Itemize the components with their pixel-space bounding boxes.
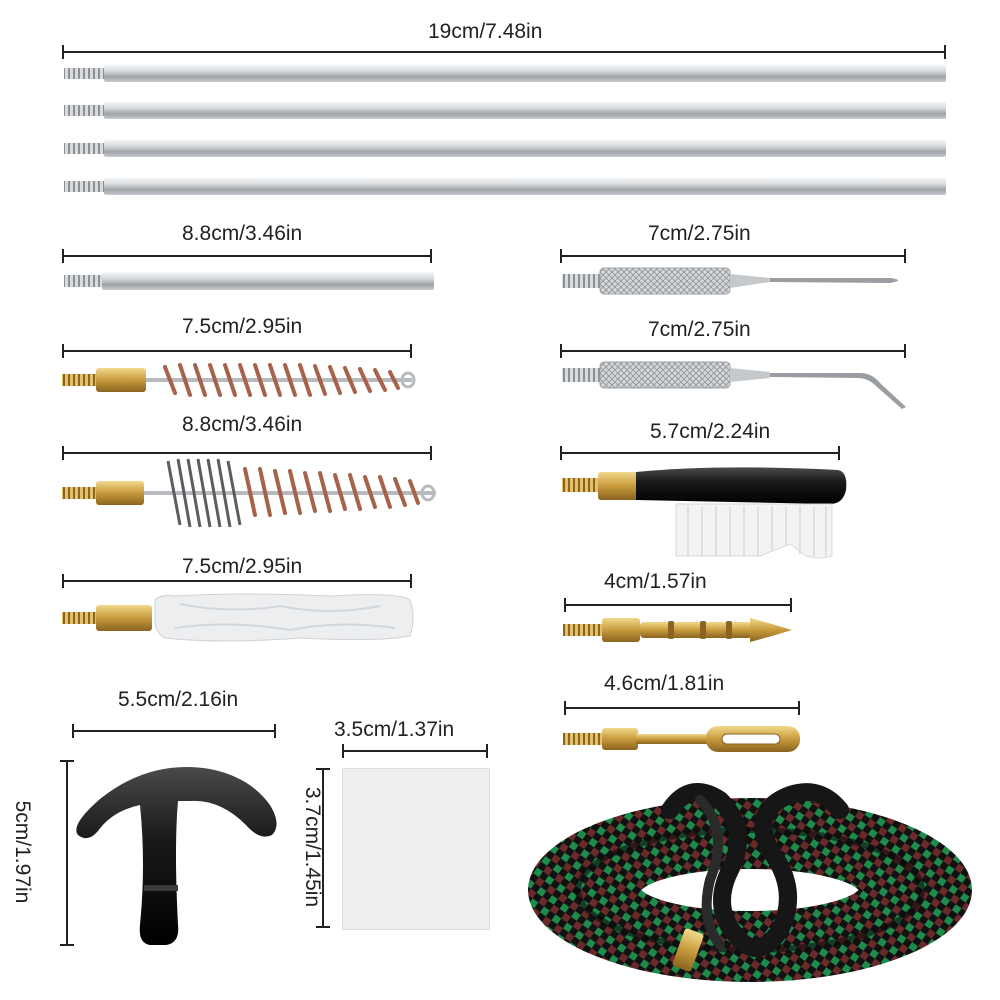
- long-rods-set: [64, 65, 946, 195]
- jag-length-label: 4cm/1.57in: [604, 570, 707, 593]
- rod-long-dimension-line: [62, 45, 946, 59]
- flat-pick: [562, 267, 898, 295]
- cotton-mop: [62, 593, 414, 642]
- pick-hook-dimension-line: [560, 344, 906, 358]
- rod-long-length-label: 19cm/7.48in: [428, 20, 543, 43]
- combo-brush-length-label: 8.8cm/3.46in: [182, 413, 303, 436]
- rod-short-dimension-line: [62, 249, 432, 263]
- patch-width-label: 3.5cm/1.37in: [334, 718, 455, 741]
- t-handle-width-dimension-line: [72, 724, 276, 738]
- combo-bore-brush: [62, 458, 436, 528]
- pick-hook-length-label: 7cm/2.75in: [648, 318, 751, 341]
- brass-jag: [563, 618, 792, 642]
- long-rod: [64, 102, 946, 119]
- t-handle-width-label: 5.5cm/2.16in: [118, 688, 239, 711]
- patch-height-label: 3.7cm/1.45in: [301, 786, 324, 908]
- bronze-bore-brush: [62, 363, 416, 397]
- t-handle: [76, 767, 277, 945]
- long-rod: [64, 178, 946, 195]
- t-handle-height-label: 5cm/1.97in: [11, 800, 34, 904]
- slotted-tip-length-label: 4.6cm/1.81in: [604, 672, 725, 695]
- nylon-utility-brush: [562, 467, 847, 559]
- rod-short-length-label: 8.8cm/3.46in: [182, 222, 303, 245]
- patch-height-dimension-line: [316, 768, 330, 928]
- bore-snake-coil: [528, 783, 972, 982]
- jag-dimension-line: [564, 598, 792, 612]
- nylon-brush-length-label: 5.7cm/2.24in: [650, 420, 771, 443]
- mop-length-label: 7.5cm/2.95in: [182, 555, 303, 578]
- patch-width-dimension-line: [342, 744, 488, 758]
- hook-pick: [562, 361, 906, 409]
- pick-flat-dimension-line: [560, 249, 906, 263]
- bronze-brush-length-label: 7.5cm/2.95in: [182, 315, 303, 338]
- cleaning-patch: [342, 768, 490, 930]
- pick-flat-length-label: 7cm/2.75in: [648, 222, 751, 245]
- bronze-brush-dimension-line: [62, 344, 412, 358]
- mop-dimension-line: [62, 574, 412, 588]
- long-rod: [64, 65, 946, 82]
- nylon-brush-dimension-line: [560, 446, 840, 460]
- combo-brush-dimension-line: [62, 446, 432, 460]
- t-handle-height-dimension-line: [60, 760, 74, 946]
- slotted-patch-tip: [563, 726, 800, 752]
- long-rod: [64, 140, 946, 157]
- short-rod: [64, 272, 434, 290]
- slotted-tip-dimension-line: [564, 701, 800, 715]
